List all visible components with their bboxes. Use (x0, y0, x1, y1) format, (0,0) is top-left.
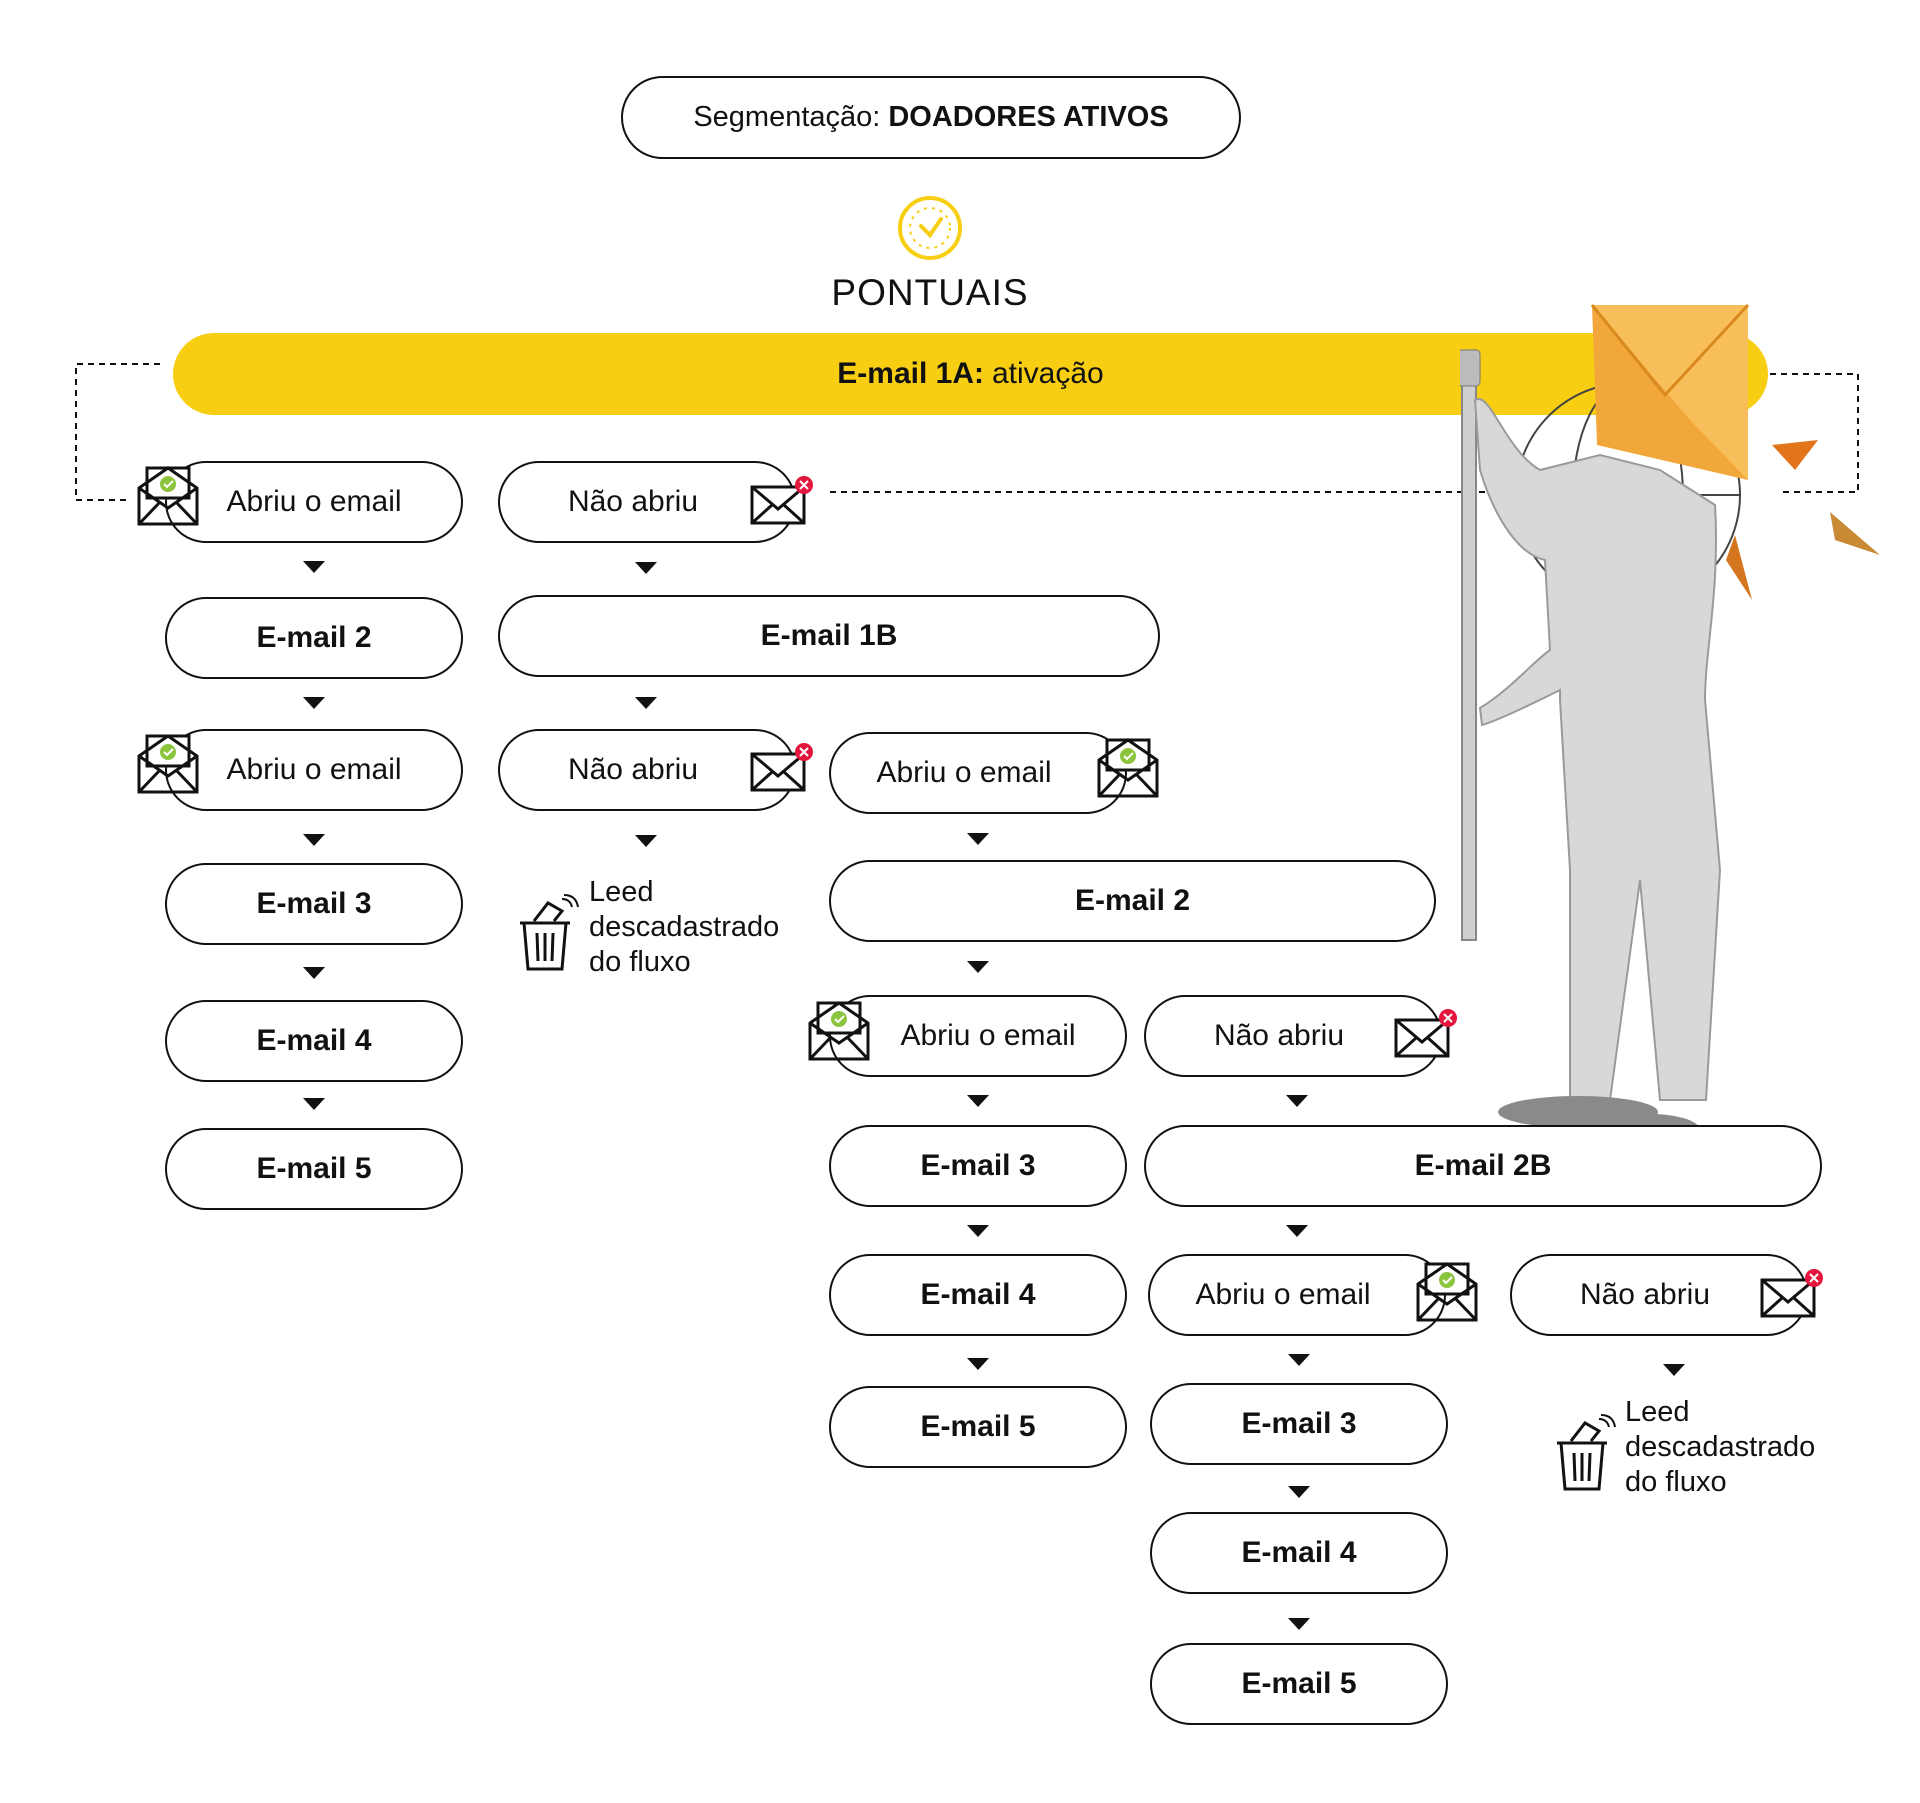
email-3-box[interactable]: E-mail 3 (829, 1125, 1127, 1207)
unsubscribed-line2: descadastrado (589, 911, 780, 943)
opened-email-box[interactable]: Abriu o email (165, 461, 463, 543)
flow-arrow (303, 834, 325, 846)
flow-arrow (1288, 1618, 1310, 1630)
email-1b-box[interactable]: E-mail 1B (498, 595, 1160, 677)
not-opened-box[interactable]: Não abriu (1510, 1254, 1808, 1336)
unsubscribed-line1: Leed (1625, 1396, 1690, 1428)
email-1a-suffix: ativação (991, 357, 1104, 390)
flow-arrow (303, 561, 325, 573)
not-opened-label: Não abriu (567, 485, 699, 518)
not-opened-label: Não abriu (567, 753, 699, 786)
email-3-box[interactable]: E-mail 3 (1150, 1383, 1448, 1465)
unsubscribed-line1: Leed (589, 876, 654, 908)
flow-arrow (1286, 1095, 1308, 1107)
person-envelope-head-illustration (1460, 303, 1880, 1146)
flow-arrow (635, 562, 657, 574)
trash-icon (520, 894, 579, 971)
clock-icon (898, 196, 962, 260)
flow-arrow (1288, 1354, 1310, 1366)
email-1a-bar[interactable]: E-mail 1A: ativação (173, 333, 1768, 415)
envelope-check-icon (137, 466, 199, 526)
flow-arrow (967, 833, 989, 845)
envelope-check-icon (808, 1001, 870, 1061)
email-4-box[interactable]: E-mail 4 (829, 1254, 1127, 1336)
unsubscribed-note: Leed descadastrado do fluxo (589, 875, 779, 980)
opened-email-label: Abriu o email (1195, 1278, 1371, 1311)
opened-email-box[interactable]: Abriu o email (829, 995, 1127, 1077)
opened-email-label: Abriu o email (226, 485, 402, 518)
envelope-x-icon (1394, 1009, 1457, 1058)
unsubscribed-note: Leed descadastrado do fluxo (1625, 1395, 1815, 1500)
flow-arrow (967, 1225, 989, 1237)
email-4-box[interactable]: E-mail 4 (1150, 1512, 1448, 1594)
opened-email-label: Abriu o email (226, 753, 402, 786)
envelope-check-icon (137, 734, 199, 794)
opened-email-box[interactable]: Abriu o email (1148, 1254, 1446, 1336)
flow-arrow (967, 961, 989, 973)
opened-email-box[interactable]: Abriu o email (829, 732, 1127, 814)
email-1a-label: E-mail 1A: (837, 357, 984, 390)
email-5-box[interactable]: E-mail 5 (1150, 1643, 1448, 1725)
envelope-x-icon (750, 476, 813, 525)
flow-arrow (303, 697, 325, 709)
section-title: PONTUAIS (831, 272, 1029, 313)
email-2b-box[interactable]: E-mail 2B (1144, 1125, 1822, 1207)
not-opened-box[interactable]: Não abriu (498, 729, 796, 811)
envelope-check-icon (1097, 738, 1159, 798)
segment-value: DOADORES ATIVOS (888, 101, 1169, 133)
flow-arrow (1286, 1225, 1308, 1237)
email-2-box[interactable]: E-mail 2 (165, 597, 463, 679)
flow-arrow (635, 697, 657, 709)
flow-arrow (303, 1098, 325, 1110)
opened-email-label: Abriu o email (900, 1019, 1076, 1052)
opened-email-box[interactable]: Abriu o email (165, 729, 463, 811)
not-opened-label: Não abriu (1579, 1278, 1711, 1311)
flow-arrow (967, 1095, 989, 1107)
email-5-box[interactable]: E-mail 5 (829, 1386, 1127, 1468)
not-opened-label: Não abriu (1213, 1019, 1345, 1052)
flow-arrow (635, 835, 657, 847)
email-4-box[interactable]: E-mail 4 (165, 1000, 463, 1082)
not-opened-box[interactable]: Não abriu (1144, 995, 1442, 1077)
flow-arrow (967, 1358, 989, 1370)
email-3-box[interactable]: E-mail 3 (165, 863, 463, 945)
unsubscribed-line3: do fluxo (589, 946, 691, 978)
segmentation-title: Segmentação: DOADORES ATIVOS (621, 76, 1241, 159)
not-opened-box[interactable]: Não abriu (498, 461, 796, 543)
trash-icon (1557, 1414, 1616, 1491)
envelope-check-icon (1416, 1262, 1478, 1322)
envelope-x-icon (750, 743, 813, 792)
flow-arrow (1663, 1364, 1685, 1376)
unsubscribed-line2: descadastrado (1625, 1431, 1816, 1463)
segment-prefix: Segmentação: (693, 101, 881, 133)
flow-arrow (303, 967, 325, 979)
email-2-box[interactable]: E-mail 2 (829, 860, 1436, 942)
unsubscribed-line3: do fluxo (1625, 1466, 1727, 1498)
envelope-x-icon (1760, 1269, 1823, 1318)
flow-arrow (1288, 1486, 1310, 1498)
opened-email-label: Abriu o email (876, 756, 1052, 789)
email-5-box[interactable]: E-mail 5 (165, 1128, 463, 1210)
